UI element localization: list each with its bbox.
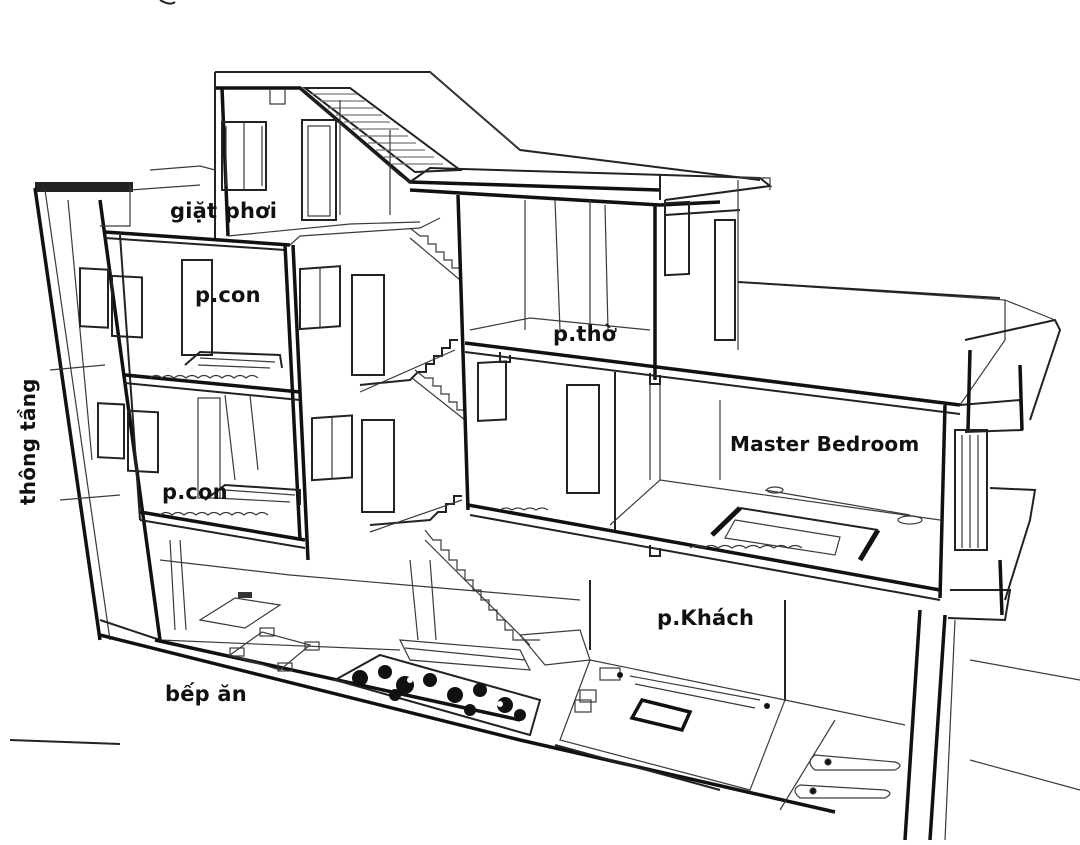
label-p-tho: p.thờ — [553, 322, 617, 346]
ground-floor — [9, 539, 1080, 841]
right-block — [456, 180, 1006, 601]
left-block-floors — [104, 217, 441, 561]
label-thong-tang: thông tầng — [16, 378, 40, 505]
label-giat-phoi: giặt phơi — [170, 199, 278, 223]
motorbikes — [794, 754, 901, 799]
label-master-bedroom: Master Bedroom — [730, 432, 920, 456]
label-p-con-upper: p.con — [195, 283, 261, 307]
label-bep-an: bếp ăn — [165, 682, 247, 706]
stairs — [359, 227, 591, 666]
top-edge-fragment — [159, 0, 176, 5]
right-balconies — [947, 299, 1062, 622]
thong-tang-shaft — [33, 165, 216, 641]
label-p-con-lower: p.con — [162, 480, 228, 504]
top-roof-block — [214, 71, 761, 240]
label-p-khach: p.Khách — [657, 606, 755, 630]
